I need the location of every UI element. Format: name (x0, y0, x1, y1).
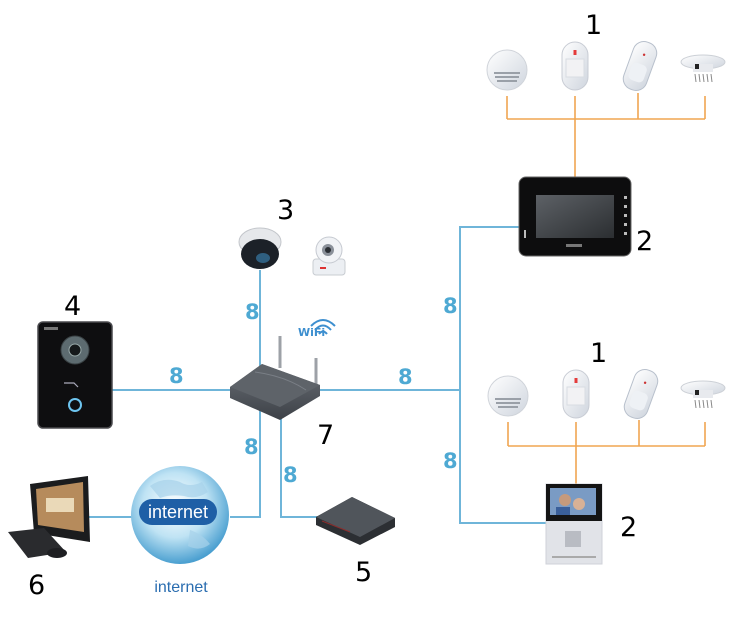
mouse-icon (47, 548, 67, 558)
router-icon[interactable] (230, 336, 320, 420)
cable-bus-monitor-top (459, 226, 520, 390)
label-pc: 6 (28, 570, 45, 601)
indoor-monitor-top[interactable] (518, 176, 632, 257)
pir-motion-detector-icon[interactable] (562, 369, 590, 419)
rfid-card-icon (64, 382, 79, 388)
label-ip-cameras: 3 (277, 195, 294, 226)
cable-router-nvr (280, 412, 318, 518)
pc-icon[interactable] (8, 476, 90, 558)
label-nvr: 5 (355, 557, 372, 588)
monitor-buttons-icon (524, 196, 627, 238)
network-cables (88, 226, 546, 524)
internet-bubble-text: internet (148, 502, 208, 522)
pir-motion-detector-icon[interactable] (561, 41, 589, 91)
speaker-grille-icon (565, 531, 581, 547)
cable-bus-monitor-bottom (459, 390, 546, 524)
door-station-icon[interactable] (37, 321, 113, 429)
call-button-icon[interactable] (68, 398, 82, 412)
cable-label-router-internet: 8 (244, 435, 259, 459)
cable-label-router-nvr: 8 (283, 463, 298, 487)
curtain-detector-icon[interactable] (620, 38, 660, 93)
gas-detector-icon[interactable] (680, 380, 726, 409)
sensor-group-top (486, 38, 726, 93)
label-router: 7 (317, 420, 334, 451)
pan-tilt-camera-icon[interactable] (312, 236, 346, 276)
label-door-station: 4 (64, 291, 81, 322)
label-alarm-sensors-bottom: 1 (590, 338, 607, 369)
cable-label-router-monitors: 8 (398, 365, 413, 389)
label-indoor-monitor-bottom: 2 (620, 512, 637, 543)
smoke-detector-icon[interactable] (487, 375, 529, 417)
alarm-wires-top (506, 93, 706, 180)
indoor-monitor-bottom[interactable] (545, 483, 603, 565)
wifi-label: WiFi (298, 326, 325, 339)
wifi-icon (310, 319, 336, 335)
gas-detector-icon[interactable] (680, 54, 726, 83)
cable-label-monitor-bottom: 8 (443, 449, 458, 473)
dome-camera-icon[interactable] (238, 227, 282, 269)
cable-label-camera: 8 (245, 300, 260, 324)
nvr-icon[interactable] (316, 497, 395, 545)
alarm-wires-bottom (507, 420, 706, 484)
internet-caption: internet (154, 579, 208, 596)
sensor-group-bottom (487, 366, 726, 421)
cable-router-internet (230, 408, 261, 518)
internet-globe-icon[interactable]: internet (131, 466, 229, 564)
curtain-detector-icon[interactable] (621, 366, 661, 421)
label-alarm-sensors-top: 1 (585, 10, 602, 41)
cable-label-door-station: 8 (169, 364, 184, 388)
cable-label-monitor-top: 8 (443, 294, 458, 318)
smoke-detector-icon[interactable] (486, 49, 528, 91)
label-indoor-monitor-top: 2 (636, 226, 653, 257)
